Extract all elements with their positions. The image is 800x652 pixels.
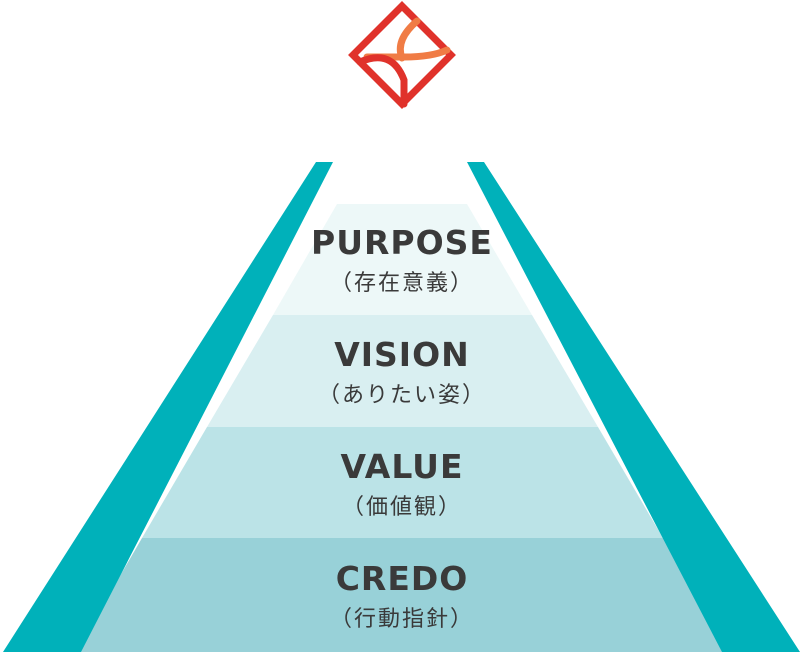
tier-band-value [142, 427, 663, 538]
tier-subtitle-value: （価値観） [342, 495, 462, 520]
tier-title-value: VALUE [340, 447, 463, 486]
diamond-logo-icon [348, 1, 456, 109]
logo-orange-inner [396, 17, 421, 62]
tier-subtitle-vision: （ありたい姿） [318, 383, 486, 408]
tier-subtitle-purpose: （存在意義） [330, 271, 474, 296]
tier-title-credo: CREDO [336, 559, 469, 598]
pyramid-right-frame [467, 162, 800, 652]
tier-title-purpose: PURPOSE [311, 223, 493, 262]
logo-red-arc [356, 54, 408, 108]
tier-subtitle-credo: （行動指針） [330, 607, 474, 632]
tier-band-vision [207, 315, 598, 427]
pyramid-left-frame [3, 162, 333, 652]
tier-band-credo [76, 538, 727, 652]
tier-title-vision: VISION [334, 335, 470, 374]
tier-band-purpose [273, 204, 532, 315]
